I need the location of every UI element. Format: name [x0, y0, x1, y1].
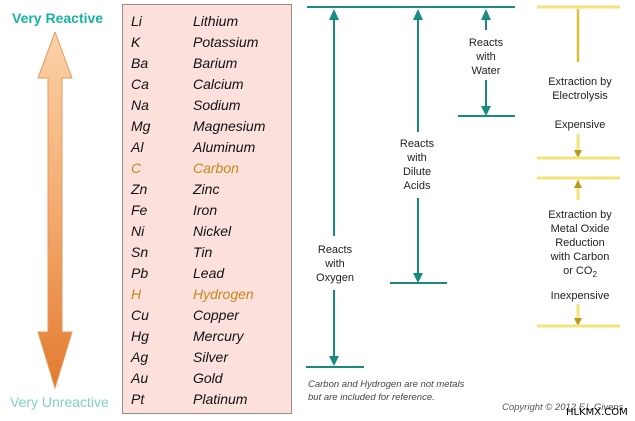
element-row: Li Lithium: [123, 13, 293, 33]
element-row: Fe Iron: [123, 202, 293, 222]
element-symbol: Ba: [131, 55, 149, 71]
element-name: Tin: [193, 244, 213, 260]
element-name: Platinum: [193, 391, 248, 407]
element-name: Carbon: [193, 160, 239, 176]
reactivity-arrow-shape: [37, 32, 73, 390]
element-row: Mg Magnesium: [123, 118, 293, 138]
element-symbol: C: [131, 160, 142, 176]
very-unreactive-label: Very Unreactive: [10, 394, 109, 410]
element-row: Sn Tin: [123, 244, 293, 264]
element-symbol: Sn: [131, 244, 149, 260]
element-name: Copper: [193, 307, 239, 323]
element-row: Ca Calcium: [123, 76, 293, 96]
oxygen-arrow-down: [329, 356, 339, 366]
element-name: Lithium: [193, 13, 239, 29]
element-name: Calcium: [193, 76, 244, 92]
watermark-text: HLKMX.COM: [566, 407, 628, 418]
element-name: Gold: [193, 370, 223, 386]
element-name: Silver: [193, 349, 229, 365]
element-name: Lead: [193, 265, 225, 281]
expensive-label: Expensive: [554, 119, 606, 131]
element-row: Al Aluminum: [123, 139, 293, 159]
water-arrow-down: [481, 106, 491, 116]
element-symbol: Cu: [131, 307, 149, 323]
copyright-text: Copyright © 2012 F.L.Givens: [502, 402, 624, 413]
element-name: Iron: [193, 202, 218, 218]
electrolysis-marker-top: [537, 5, 620, 62]
element-symbol: Fe: [131, 202, 148, 218]
element-name: Zinc: [193, 181, 220, 197]
element-name: Potassium: [193, 34, 259, 50]
element-symbol: Pt: [131, 391, 145, 407]
acids-arrow-up: [413, 9, 423, 20]
element-symbol: Li: [131, 13, 142, 29]
element-name: Hydrogen: [193, 286, 254, 302]
element-symbol: Zn: [131, 181, 148, 197]
reference-note: Carbon and Hydrogen are not metals but a…: [308, 379, 465, 403]
water-arrow-up: [481, 9, 491, 20]
reactivity-gradient-arrow: [37, 32, 73, 390]
reacts-with-water-label: Reacts with Water: [468, 37, 504, 77]
element-symbol: Al: [131, 139, 144, 155]
inexpensive-label: Inexpensive: [550, 290, 610, 302]
element-symbol: Ag: [131, 349, 149, 365]
element-row: Hg Mercury: [123, 328, 293, 348]
element-row: Cu Copper: [123, 307, 293, 327]
element-symbol: Pb: [131, 265, 149, 281]
element-row: C Carbon: [123, 160, 293, 180]
element-row: H Hydrogen: [123, 286, 293, 306]
element-name: Aluminum: [193, 139, 256, 155]
element-row: Zn Zinc: [123, 181, 293, 201]
element-name: Barium: [193, 55, 238, 71]
element-symbol: K: [131, 34, 141, 50]
element-symbol: Mg: [131, 118, 151, 134]
reacts-with-acids-label: Reacts with Dilute Acids: [399, 138, 435, 192]
element-symbol: Hg: [131, 328, 149, 344]
element-row: Pt Platinum: [123, 391, 293, 411]
element-name: Magnesium: [193, 118, 266, 134]
element-name: Nickel: [193, 223, 232, 239]
element-row: Pb Lead: [123, 265, 293, 285]
element-row: Ni Nickel: [123, 223, 293, 243]
oxygen-arrow-up: [329, 9, 339, 20]
element-name: Mercury: [193, 328, 244, 344]
element-symbol: H: [131, 286, 142, 302]
element-symbol: Au: [131, 370, 149, 386]
element-row: Ag Silver: [123, 349, 293, 369]
element-row: Na Sodium: [123, 97, 293, 117]
element-row: K Potassium: [123, 34, 293, 54]
carbon-marker-top: [537, 176, 620, 200]
element-name: Sodium: [193, 97, 241, 113]
element-symbol: Ni: [131, 223, 145, 239]
reacts-with-oxygen-label: Reacts with Oxygen: [316, 244, 354, 284]
element-symbol: Ca: [131, 76, 149, 92]
element-symbol: Na: [131, 97, 149, 113]
extraction-electrolysis-label: Extraction by Electrolysis: [548, 76, 612, 102]
acids-arrow-down: [413, 273, 423, 283]
element-row: Ba Barium: [123, 55, 293, 75]
extraction-carbon-label: Extraction by Metal Oxide Reduction with…: [548, 209, 612, 280]
electrolysis-marker-bottom: [537, 134, 620, 160]
element-row: Au Gold: [123, 370, 293, 390]
carbon-marker-bottom: [537, 304, 620, 328]
very-reactive-label: Very Reactive: [12, 10, 104, 26]
